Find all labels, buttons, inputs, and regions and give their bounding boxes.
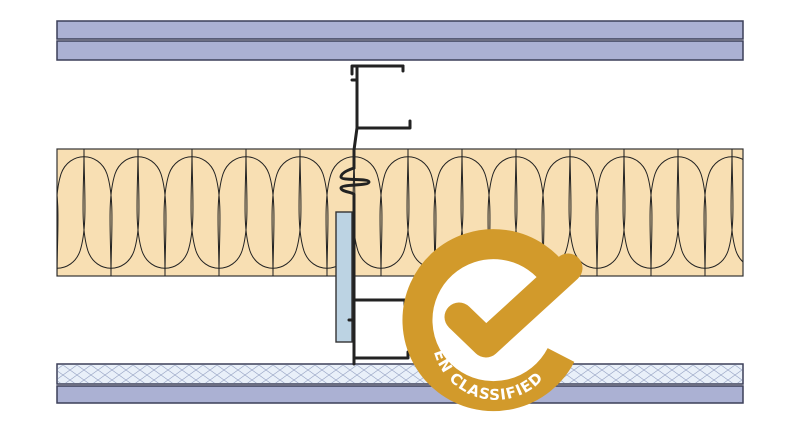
stud-web-spring <box>339 166 371 197</box>
bottom-board-outer <box>56 385 744 404</box>
stud-top-channel <box>350 64 412 130</box>
insulation-loop <box>82 149 140 269</box>
stud-web-upper <box>352 126 359 170</box>
insulation-loop <box>244 149 302 269</box>
stud-bottom-flange <box>347 318 356 366</box>
badge-ring <box>402 229 575 412</box>
bottom-board-layer <box>56 363 744 404</box>
insulation-loop <box>568 149 626 269</box>
en-classified-badge: EN CLASSIFIED <box>402 229 583 412</box>
insulation-layer <box>0 148 744 277</box>
top-board-outer <box>56 20 744 40</box>
stud-bottom-channel <box>352 298 410 360</box>
checkmark-icon <box>444 253 583 358</box>
insulation-loop <box>730 149 743 263</box>
insulation-loop <box>57 149 86 269</box>
insulation-loop <box>190 149 248 269</box>
insulation-loop <box>136 149 194 269</box>
insulation-loop <box>622 149 680 269</box>
insulation-loop <box>0 149 31 268</box>
top-board-layer <box>56 20 744 61</box>
insulation-loop <box>57 190 59 276</box>
top-board-inner <box>56 40 744 61</box>
stud-top-flange <box>350 64 405 76</box>
insulation-loop <box>676 149 734 269</box>
bottom-mesh-pattern <box>58 365 742 383</box>
isolation-strip <box>335 211 353 343</box>
insulation-fill <box>56 148 744 277</box>
